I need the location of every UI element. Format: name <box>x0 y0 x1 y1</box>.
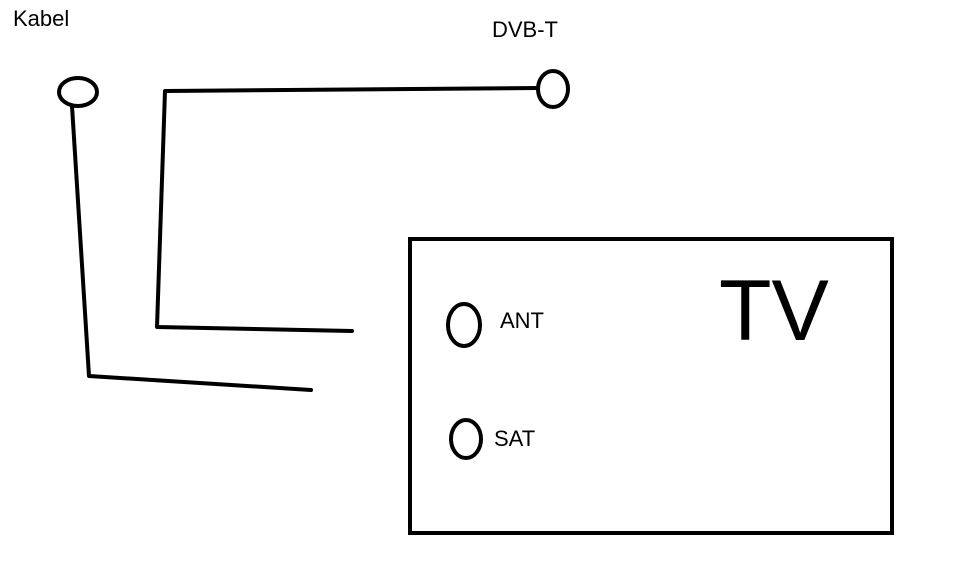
kabel-cable <box>70 104 313 392</box>
tv-title: TV <box>719 263 829 359</box>
kabel-connector <box>57 76 99 108</box>
dvbt-source: DVB-T <box>492 17 570 109</box>
sat-port <box>449 418 483 460</box>
dvbt-connector <box>536 69 570 109</box>
tv-frame <box>408 237 894 535</box>
ant-label: ANT <box>500 308 544 333</box>
kabel-label: Kabel <box>13 6 69 31</box>
dvbt-cable <box>155 86 540 333</box>
dvbt-label: DVB-T <box>492 17 558 42</box>
tv-set: TV ANT SAT <box>408 237 894 535</box>
sat-label: SAT <box>494 426 535 451</box>
ant-port <box>446 302 482 348</box>
kabel-source: Kabel <box>13 6 99 108</box>
